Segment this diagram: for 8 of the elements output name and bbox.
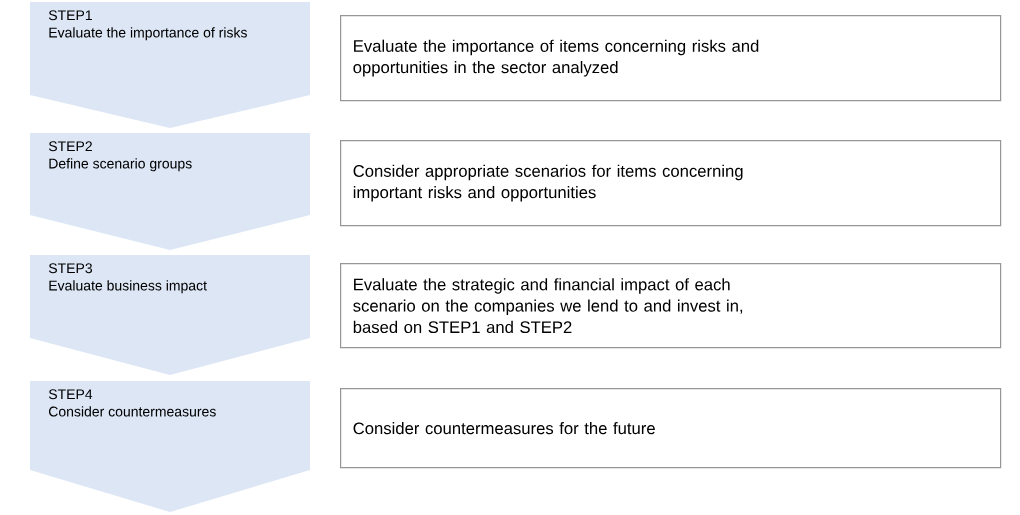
description-box: Consider appropriate scenarios for items concerning important risks and opportunities — [340, 140, 1002, 227]
step-banner: STEP3 Evaluate business impact — [30, 255, 310, 375]
description-box: Consider countermeasures for the future — [340, 388, 1002, 469]
step-banner: STEP2 Define scenario groups — [30, 133, 310, 250]
step-banner: STEP1 Evaluate the importance of risks — [30, 2, 310, 128]
description-box: Evaluate the strategic and financial impact of each scenario on the companies we lend to and invest in, based on STEP1 and STEP2 — [340, 263, 1002, 349]
description-box: Evaluate the importance of items concerning risks and opportunities in the sector analyzed — [340, 15, 1002, 102]
step-banner: STEP4 Consider countermeasures — [30, 381, 310, 512]
